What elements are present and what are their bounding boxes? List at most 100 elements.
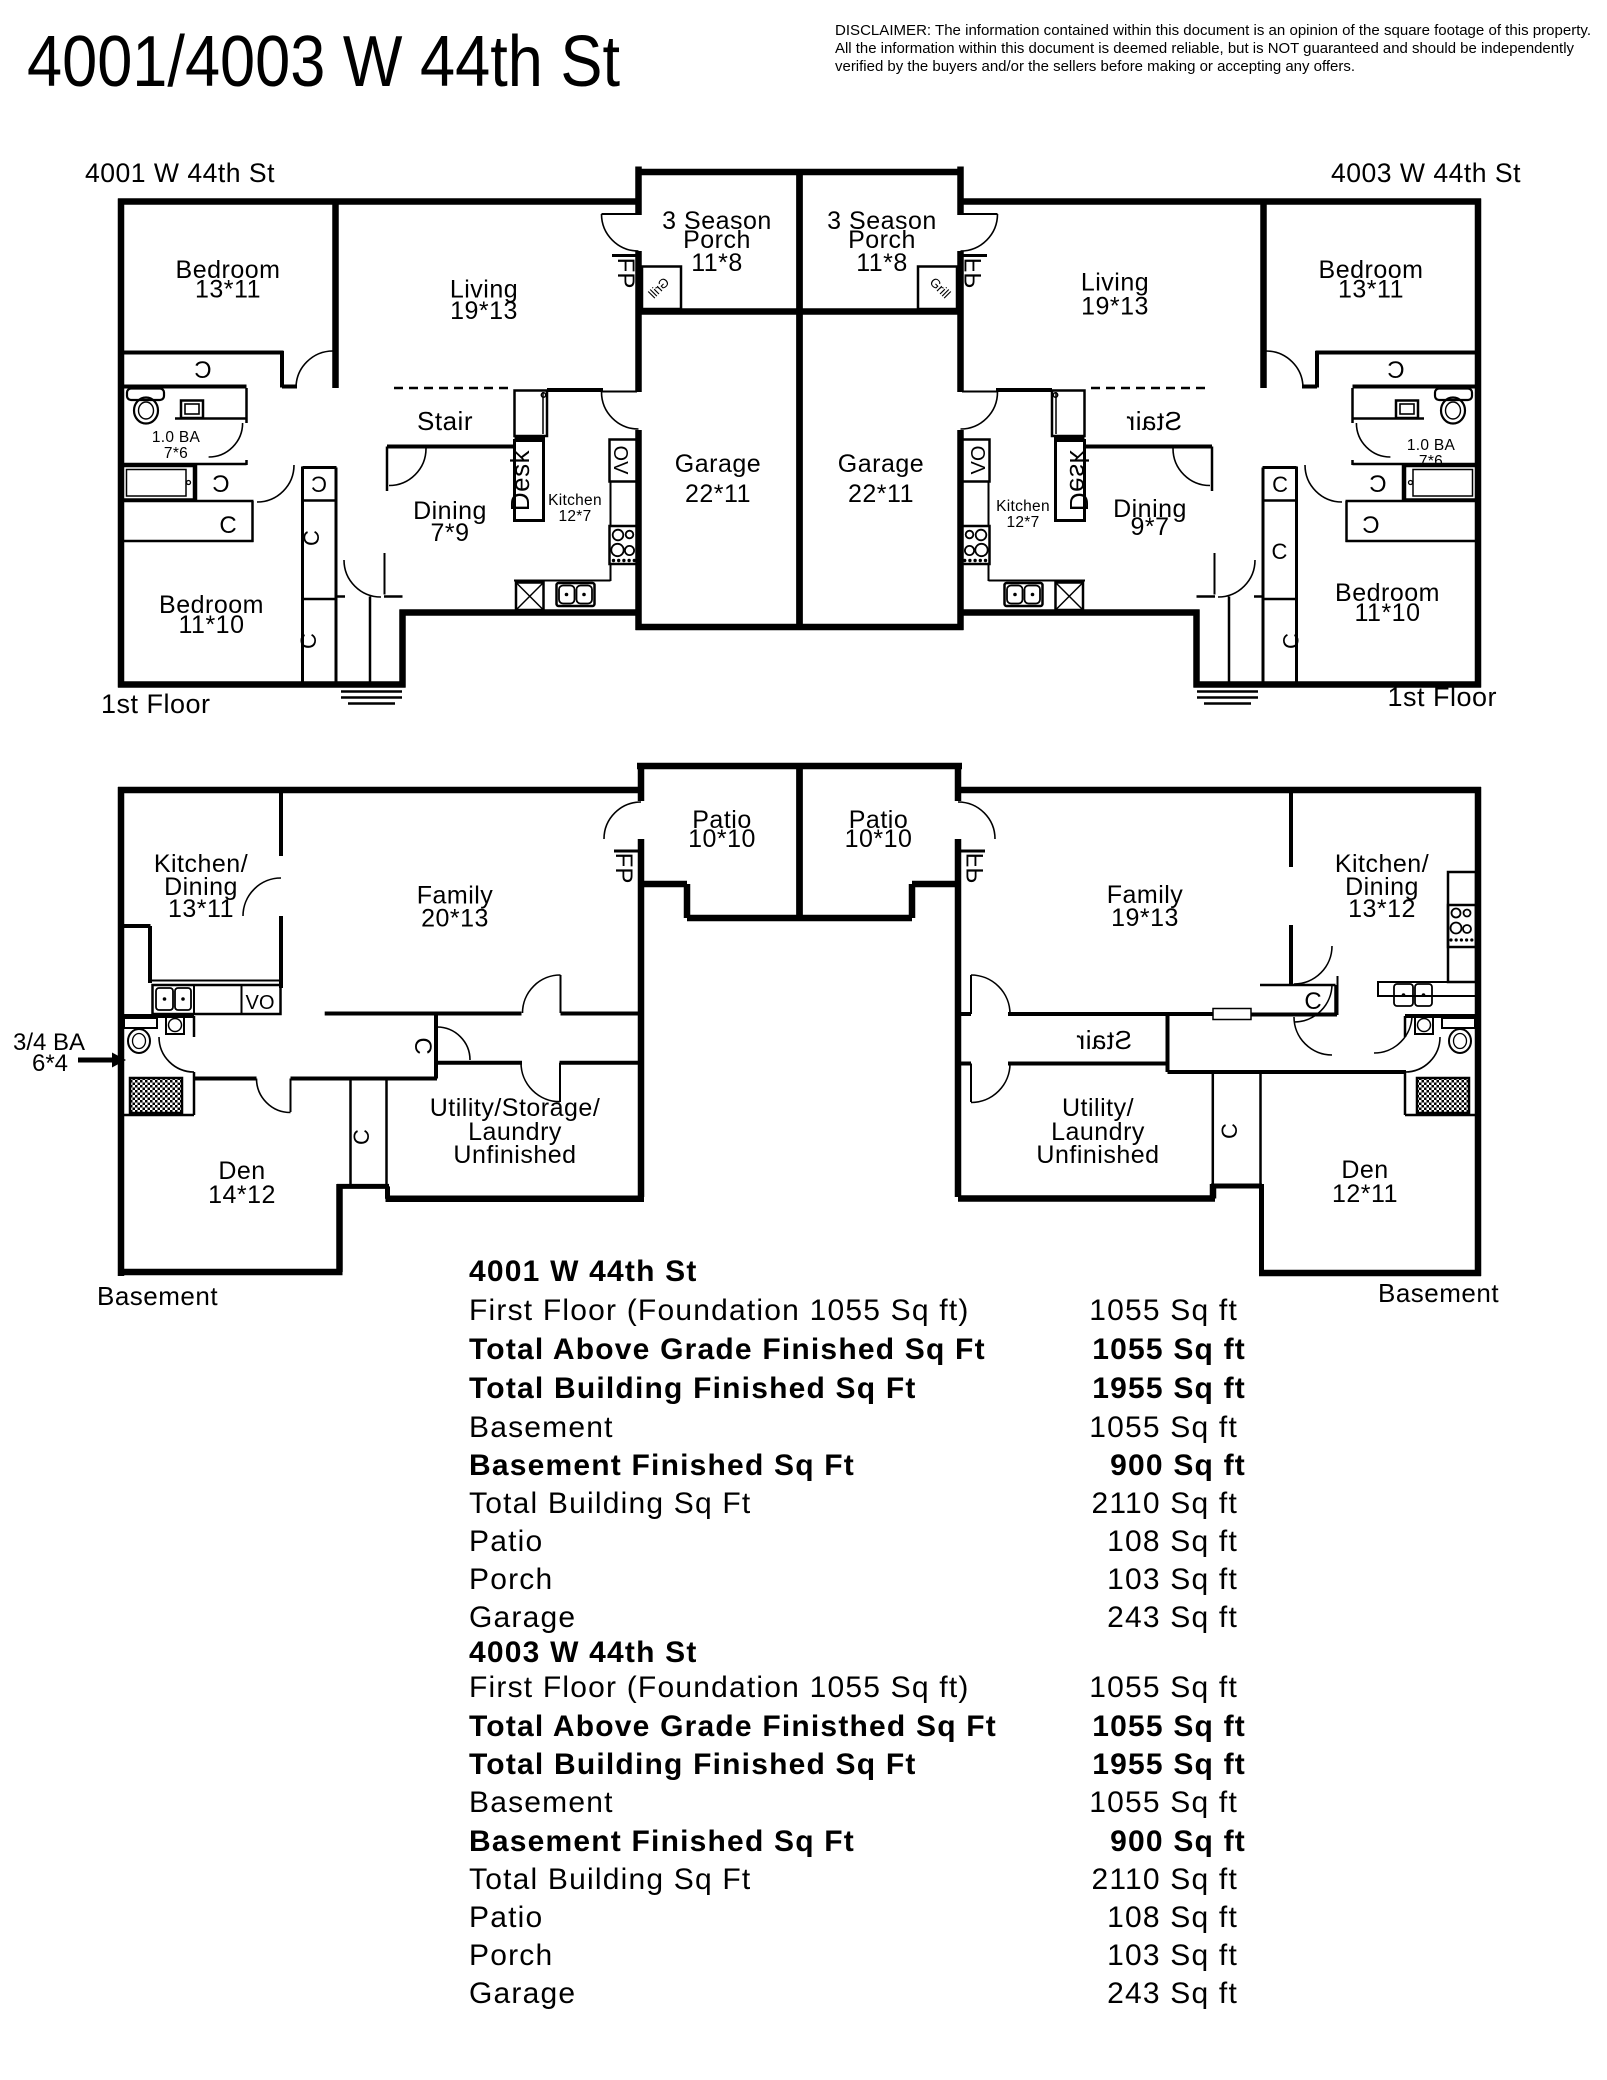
- svg-text:Bedroom: Bedroom: [1335, 579, 1440, 607]
- svg-text:C: C: [1369, 471, 1386, 498]
- svg-text:1055 Sq ft: 1055 Sq ft: [1089, 1671, 1238, 1704]
- svg-text:Living: Living: [450, 276, 518, 304]
- svg-text:10*10: 10*10: [845, 825, 913, 853]
- svg-text:13*12: 13*12: [1348, 895, 1416, 923]
- svg-text:7*6: 7*6: [164, 445, 188, 462]
- svg-text:9*7: 9*7: [1130, 513, 1169, 541]
- svg-text:All the information within thi: All the information within this document…: [835, 40, 1574, 57]
- svg-text:1st Floor: 1st Floor: [1387, 682, 1497, 712]
- svg-text:14*12: 14*12: [208, 1181, 276, 1209]
- svg-text:Garage: Garage: [469, 1601, 576, 1634]
- svg-text:Den: Den: [218, 1157, 265, 1185]
- svg-text:19*13: 19*13: [450, 297, 518, 325]
- svg-text:Porch: Porch: [469, 1563, 553, 1596]
- svg-text:Garage: Garage: [838, 450, 924, 478]
- svg-text:Porch: Porch: [848, 226, 916, 254]
- svg-text:OV: OV: [245, 992, 275, 1014]
- svg-text:Family: Family: [417, 882, 494, 910]
- svg-text:11*8: 11*8: [691, 249, 743, 277]
- svg-text:13*11: 13*11: [168, 895, 234, 923]
- svg-text:Basement: Basement: [1378, 1278, 1499, 1308]
- svg-text:Patio: Patio: [849, 806, 908, 834]
- svg-text:Kitchen/: Kitchen/: [1335, 850, 1429, 878]
- svg-text:C: C: [1217, 1123, 1242, 1139]
- svg-text:4001/4003 W 44th St: 4001/4003 W 44th St: [27, 22, 620, 102]
- svg-text:Garage: Garage: [675, 450, 761, 478]
- svg-text:Dining: Dining: [413, 497, 487, 525]
- svg-text:1955 Sq ft: 1955 Sq ft: [1092, 1372, 1246, 1405]
- svg-text:Total Building Finished Sq Ft: Total Building Finished Sq Ft: [469, 1372, 917, 1405]
- svg-text:Porch: Porch: [469, 1939, 553, 1972]
- svg-text:Basement: Basement: [97, 1281, 218, 1311]
- svg-text:Basement Finished Sq Ft: Basement Finished Sq Ft: [469, 1825, 855, 1858]
- svg-text:C: C: [409, 1037, 436, 1054]
- svg-text:Kitchen/: Kitchen/: [154, 850, 248, 878]
- svg-text:12*11: 12*11: [1332, 1180, 1398, 1208]
- svg-text:Total Building Sq Ft: Total Building Sq Ft: [469, 1863, 751, 1896]
- svg-text:19*13: 19*13: [1081, 293, 1149, 321]
- svg-text:Unfinished: Unfinished: [453, 1141, 576, 1169]
- svg-text:6*4: 6*4: [32, 1050, 68, 1077]
- svg-text:Total Above Grade Finisthed Sq: Total Above Grade Finisthed Sq Ft: [469, 1710, 997, 1743]
- svg-text:Dining: Dining: [1113, 495, 1187, 523]
- svg-text:20*13: 20*13: [421, 905, 489, 933]
- svg-text:Dining: Dining: [1345, 873, 1419, 901]
- svg-text:Bedroom: Bedroom: [159, 591, 264, 619]
- svg-text:103 Sq ft: 103 Sq ft: [1107, 1939, 1238, 1972]
- svg-text:4001 W 44th St: 4001 W 44th St: [85, 158, 275, 188]
- svg-text:Utility/: Utility/: [1062, 1094, 1134, 1122]
- svg-text:Patio: Patio: [469, 1525, 543, 1558]
- svg-text:1055 Sq ft: 1055 Sq ft: [1092, 1710, 1246, 1743]
- svg-text:Porch: Porch: [683, 226, 751, 254]
- svg-text:Total Building Finished Sq Ft: Total Building Finished Sq Ft: [469, 1748, 917, 1781]
- svg-text:1955 Sq ft: 1955 Sq ft: [1092, 1748, 1246, 1781]
- svg-text:4001 W 44th St: 4001 W 44th St: [469, 1255, 698, 1288]
- svg-text:3/4 BA: 3/4 BA: [13, 1029, 85, 1056]
- svg-text:Basement Finished Sq Ft: Basement Finished Sq Ft: [469, 1449, 855, 1482]
- svg-text:108 Sq ft: 108 Sq ft: [1107, 1901, 1238, 1934]
- svg-text:3 Season: 3 Season: [827, 207, 937, 235]
- svg-text:C: C: [1272, 539, 1288, 564]
- svg-text:1055 Sq ft: 1055 Sq ft: [1092, 1333, 1246, 1366]
- svg-text:Total Above Grade Finished Sq: Total Above Grade Finished Sq Ft: [469, 1333, 986, 1366]
- svg-text:11*10: 11*10: [1355, 599, 1421, 627]
- svg-text:Kitchen: Kitchen: [548, 492, 602, 509]
- svg-text:4003 W 44th St: 4003 W 44th St: [1331, 158, 1521, 188]
- svg-text:Basement: Basement: [469, 1411, 614, 1444]
- svg-text:10*10: 10*10: [688, 825, 756, 853]
- svg-text:C: C: [212, 471, 229, 498]
- svg-text:Laundry: Laundry: [468, 1118, 562, 1146]
- svg-text:Stair: Stair: [1076, 1025, 1132, 1055]
- svg-text:C: C: [311, 472, 327, 497]
- svg-text:1055 Sq ft: 1055 Sq ft: [1089, 1786, 1238, 1819]
- svg-text:Utility/Storage/: Utility/Storage/: [430, 1094, 601, 1122]
- svg-text:13*11: 13*11: [1338, 276, 1404, 304]
- svg-text:3 Season: 3 Season: [662, 207, 772, 235]
- svg-text:Bedroom: Bedroom: [1319, 256, 1424, 284]
- svg-text:1st Floor: 1st Floor: [101, 689, 211, 719]
- svg-text:First Floor (Foundation 1055 S: First Floor (Foundation 1055 Sq ft): [469, 1671, 970, 1704]
- svg-text:Bedroom: Bedroom: [176, 256, 281, 284]
- svg-text:Living: Living: [1081, 269, 1149, 297]
- svg-text:1.0 BA: 1.0 BA: [1407, 437, 1456, 454]
- svg-text:OV: OV: [609, 446, 631, 476]
- svg-text:Desk: Desk: [505, 449, 535, 511]
- svg-text:1055 Sq ft: 1055 Sq ft: [1089, 1411, 1238, 1444]
- svg-text:Total Building Sq Ft: Total Building Sq Ft: [469, 1487, 751, 1520]
- svg-text:DISCLAIMER: The information co: DISCLAIMER: The information contained wi…: [835, 22, 1591, 39]
- svg-text:1055 Sq ft: 1055 Sq ft: [1089, 1294, 1238, 1327]
- svg-text:19*13: 19*13: [1111, 904, 1179, 932]
- svg-text:108 Sq ft: 108 Sq ft: [1107, 1525, 1238, 1558]
- svg-text:Stair: Stair: [417, 406, 473, 436]
- svg-text:2110 Sq ft: 2110 Sq ft: [1091, 1863, 1238, 1896]
- svg-text:C: C: [299, 530, 324, 546]
- svg-text:103 Sq ft: 103 Sq ft: [1107, 1563, 1238, 1596]
- svg-text:Patio: Patio: [469, 1901, 543, 1934]
- svg-text:900 Sq ft: 900 Sq ft: [1110, 1449, 1246, 1482]
- svg-text:11*10: 11*10: [179, 611, 245, 639]
- svg-text:Unfinished: Unfinished: [1036, 1141, 1159, 1169]
- svg-text:Family: Family: [1107, 881, 1184, 909]
- svg-text:Dining: Dining: [164, 873, 238, 901]
- svg-text:12*7: 12*7: [558, 508, 591, 525]
- svg-text:11*8: 11*8: [856, 249, 908, 277]
